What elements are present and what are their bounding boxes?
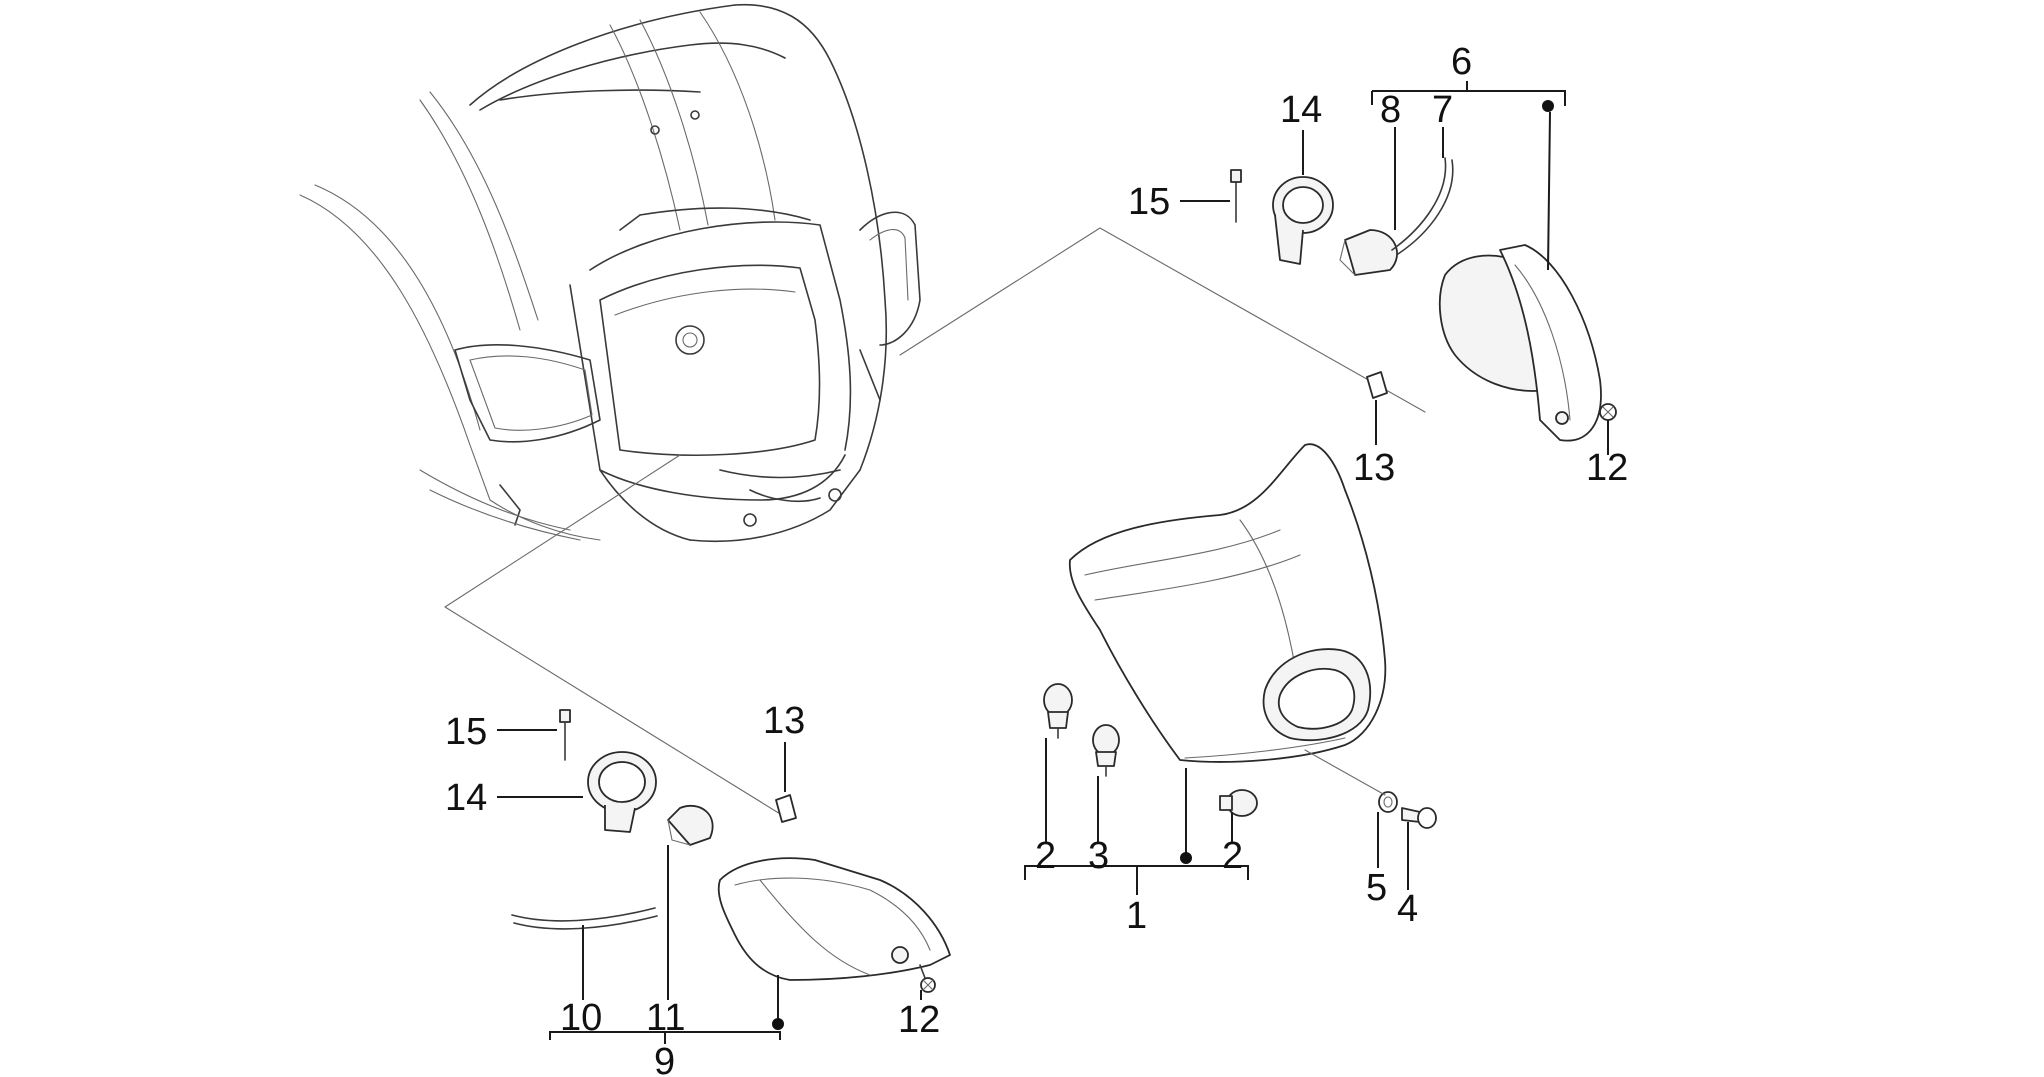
small-bulb-center bbox=[1092, 724, 1120, 777]
screw-left bbox=[919, 964, 936, 993]
bulb-left bbox=[667, 805, 714, 846]
bulb-socket-ring-left bbox=[587, 751, 657, 833]
spring-clip-left bbox=[775, 794, 797, 823]
bulb-right bbox=[1339, 229, 1398, 276]
gasket-strip-right bbox=[1391, 157, 1454, 255]
callout-12-left: 12 bbox=[898, 999, 940, 1041]
left-light-assembly bbox=[511, 709, 951, 993]
assembly-leader-lines bbox=[444, 227, 1426, 821]
callout-15-left: 15 bbox=[445, 711, 487, 753]
bulb-socket-ring-right bbox=[1272, 176, 1334, 265]
callout-13-left: 13 bbox=[763, 700, 805, 742]
callout-9: 9 bbox=[654, 1041, 675, 1077]
right-light-assembly bbox=[1230, 157, 1617, 442]
callout-11: 11 bbox=[646, 997, 685, 1039]
small-bulb-left bbox=[1043, 683, 1073, 739]
callout-1: 1 bbox=[1126, 895, 1147, 937]
rivet-pin-right bbox=[1230, 169, 1242, 223]
callout-13-right: 13 bbox=[1353, 447, 1395, 489]
lamp-housing-left bbox=[717, 857, 951, 981]
small-bulb-right bbox=[1219, 789, 1258, 817]
callout-12-right: 12 bbox=[1586, 447, 1628, 489]
screw-right bbox=[1599, 403, 1617, 421]
callout-10: 10 bbox=[560, 997, 602, 1039]
callout-4: 4 bbox=[1397, 888, 1418, 930]
callout-7: 7 bbox=[1432, 89, 1453, 131]
gasket-strip-left bbox=[511, 907, 658, 930]
callout-2-right: 2 bbox=[1222, 835, 1243, 877]
scooter-rear-body bbox=[299, 3, 921, 543]
callout-5: 5 bbox=[1366, 867, 1387, 909]
callout-6: 6 bbox=[1451, 41, 1472, 83]
callout-3: 3 bbox=[1088, 835, 1109, 877]
callout-8: 8 bbox=[1380, 89, 1401, 131]
callout-15-right: 15 bbox=[1128, 181, 1170, 223]
front-light-assembly bbox=[1043, 443, 1437, 829]
rivet-pin-left bbox=[559, 709, 571, 761]
spring-clip-right bbox=[1366, 371, 1388, 399]
callout-labels: 6 14 8 7 15 13 12 2 3 2 1 5 4 15 13 14 1… bbox=[445, 41, 1628, 1077]
screw-center bbox=[1401, 807, 1437, 829]
lamp-housing-right bbox=[1438, 244, 1602, 442]
washer bbox=[1378, 791, 1398, 813]
callout-2-left: 2 bbox=[1035, 835, 1056, 877]
callout-14-right: 14 bbox=[1280, 89, 1322, 131]
callout-14-left: 14 bbox=[445, 777, 487, 819]
callout-leaders bbox=[497, 81, 1609, 1044]
